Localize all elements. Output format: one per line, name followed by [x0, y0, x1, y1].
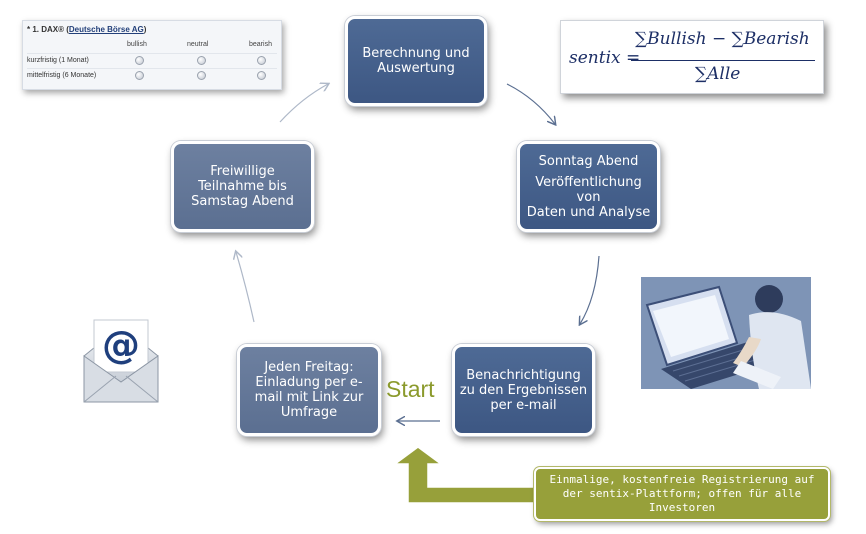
step-berechnung: Berechnung und Auswertung — [345, 16, 487, 106]
column-header-bullish: bullish — [127, 41, 147, 48]
registration-arrow — [392, 446, 535, 504]
sentix-formula: sentix = ∑Bullish − ∑Bearish ∑Alle — [560, 20, 824, 94]
radio-neutral[interactable] — [197, 56, 206, 65]
survey-row: mittelfristig (6 Monate) — [27, 68, 277, 82]
formula-numerator: ∑Bullish − ∑Bearish — [635, 29, 810, 49]
step-sonntag: Sonntag Abend Veröffentlichung von Daten… — [517, 141, 660, 232]
arrow-freitag-to-freiwillig — [236, 252, 255, 323]
column-header-bearish: bearish — [249, 41, 272, 48]
survey-title: * 1. DAX® (Deutsche Börse AG) — [27, 25, 147, 34]
radio-neutral[interactable] — [197, 71, 206, 80]
person-at-computer-photo — [641, 277, 811, 389]
row-label: kurzfristig (1 Monat) — [27, 57, 89, 64]
step-freiwillig: Freiwillige Teilnahme bis Samstag Abend — [171, 141, 314, 232]
step-freitag: Jeden Freitag: Einladung per e- mail mit… — [237, 344, 381, 436]
survey-title-link[interactable]: Deutsche Börse AG — [68, 25, 144, 34]
email-envelope-icon: @ — [83, 319, 159, 403]
step-benachrichtigung: Benachrichtigung zu den Ergebnissen per … — [452, 344, 595, 436]
formula-lhs: sentix = — [569, 48, 641, 68]
arrow-freiwillig-to-berechnung — [279, 84, 328, 123]
radio-bullish[interactable] — [135, 71, 144, 80]
survey-preview: * 1. DAX® (Deutsche Börse AG) bullish ne… — [22, 20, 282, 90]
svg-text:@: @ — [102, 323, 140, 367]
radio-bullish[interactable] — [135, 56, 144, 65]
fraction-line — [631, 60, 815, 61]
column-header-neutral: neutral — [187, 41, 209, 48]
radio-bearish[interactable] — [257, 56, 266, 65]
row-label: mittelfristig (6 Monate) — [27, 72, 97, 79]
radio-bearish[interactable] — [257, 71, 266, 80]
formula-denominator: ∑Alle — [695, 64, 741, 84]
start-label: Start — [386, 376, 435, 402]
arrow-sonntag-to-benachrichtigung — [580, 255, 600, 324]
arrow-berechnung-to-sonntag — [506, 83, 555, 124]
survey-row: kurzfristig (1 Monat) — [27, 53, 277, 67]
registration-box: Einmalige, kostenfreie Registrierung auf… — [534, 467, 830, 521]
